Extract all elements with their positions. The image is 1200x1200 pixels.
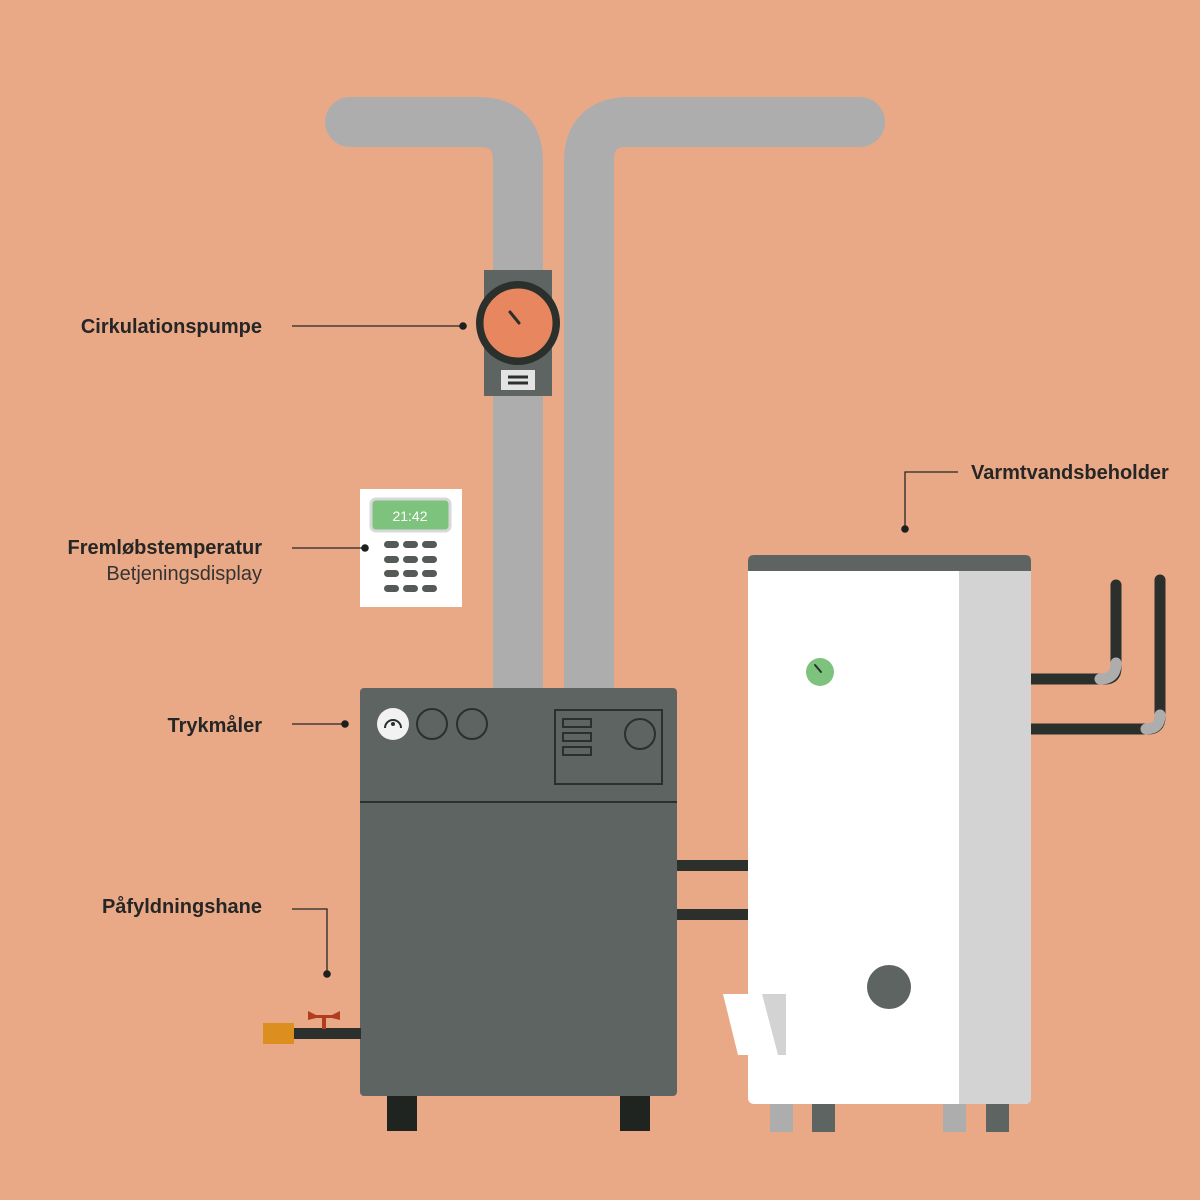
fill-tap-handle <box>308 1011 340 1020</box>
key <box>384 585 399 592</box>
connecting-pipe-lower <box>676 909 750 920</box>
tank-foot-4 <box>986 1100 1009 1132</box>
dot-tank <box>901 525 909 533</box>
outlet-pipe-upper <box>1030 585 1122 685</box>
pump-dial-needle <box>508 310 521 325</box>
tank-foot-1 <box>770 1100 793 1132</box>
key <box>422 541 437 548</box>
supply-pipes <box>325 97 885 690</box>
label-pump: Cirkulationspumpe <box>81 314 262 340</box>
leader-tank <box>904 471 958 529</box>
callout-dots <box>323 322 909 978</box>
tank-inspection-port <box>867 965 911 1009</box>
dot-pressure <box>341 720 349 728</box>
dot-fill-tap <box>323 970 331 978</box>
tank-foot-2 <box>812 1100 835 1132</box>
tank-drain-flap <box>723 994 760 1055</box>
display-time: 21:42 <box>392 508 427 524</box>
circulation-pump <box>476 270 560 396</box>
label-pump-text: Cirkulationspumpe <box>80 316 262 338</box>
tank-thermometer-needle <box>814 664 822 673</box>
key <box>403 541 418 548</box>
label-water-tank: Varmtvandsbeholder <box>971 460 1169 486</box>
label-flow-temp-text: Fremløbstemperatur <box>67 537 263 559</box>
outlet-pipe-upper-elbow <box>1094 657 1122 685</box>
boiler-knob-1 <box>416 708 448 740</box>
left-supply-pipe <box>350 97 543 690</box>
label-pressure-gauge: Trykmåler <box>167 713 262 739</box>
dot-pump <box>459 322 467 330</box>
label-fill-tap-text: Påfyldningshane <box>101 896 262 918</box>
boiler <box>360 688 677 1131</box>
key <box>384 556 399 563</box>
key <box>384 541 399 548</box>
label-control-display-text: Betjeningsdisplay <box>106 563 262 585</box>
key <box>384 570 399 577</box>
pressure-gauge-center <box>391 722 395 726</box>
pump-switch <box>501 370 535 390</box>
boiler-control-slot-3 <box>562 746 592 756</box>
outlet-pipe-lower-elbow <box>1140 709 1166 735</box>
pressure-gauge-arc <box>384 719 402 729</box>
keypad <box>384 541 437 592</box>
tank-side-shade <box>959 570 1031 1104</box>
tank-top-band <box>748 555 1031 571</box>
callout-lines <box>292 325 958 974</box>
tank-foot-3 <box>943 1100 966 1132</box>
display-screen <box>369 497 452 533</box>
tank-outlet-pipes <box>1024 574 1166 735</box>
key <box>422 585 437 592</box>
dot-display <box>361 544 369 552</box>
fill-tap-body <box>263 1023 294 1044</box>
key <box>403 570 418 577</box>
outlet-pipe-lower <box>1024 574 1166 735</box>
boiler-control-slot-2 <box>562 732 592 742</box>
boiler-knob-2 <box>456 708 488 740</box>
fill-tap <box>263 1011 361 1044</box>
fill-tap-pipe <box>293 1028 361 1039</box>
boiler-control-slot-1 <box>562 718 592 728</box>
boiler-control-dial <box>624 718 656 750</box>
key <box>422 570 437 577</box>
control-panel: 21:42 <box>360 489 462 607</box>
label-display: Fremløbstemperatur Betjeningsdisplay <box>68 535 263 587</box>
tank-drain-flap-shade <box>762 994 786 1055</box>
label-water-tank-text: Varmtvandsbeholder <box>971 462 1169 484</box>
right-supply-pipe <box>564 97 860 690</box>
connecting-pipe-upper <box>676 860 750 871</box>
label-fill-tap: Påfyldningshane <box>102 894 262 920</box>
boiler-foot-right <box>620 1094 650 1131</box>
hot-water-tank <box>723 555 1166 1132</box>
boiler-control-box <box>554 709 663 785</box>
boiler-foot-left <box>387 1094 417 1131</box>
fill-tap-stem <box>322 1016 326 1029</box>
key <box>422 556 437 563</box>
key <box>403 585 418 592</box>
leader-fill-tap <box>292 908 328 974</box>
boiler-body <box>360 688 677 1096</box>
boiler-tank-pipes <box>676 860 750 920</box>
label-pressure-gauge-text: Trykmåler <box>167 715 262 737</box>
key <box>403 556 418 563</box>
